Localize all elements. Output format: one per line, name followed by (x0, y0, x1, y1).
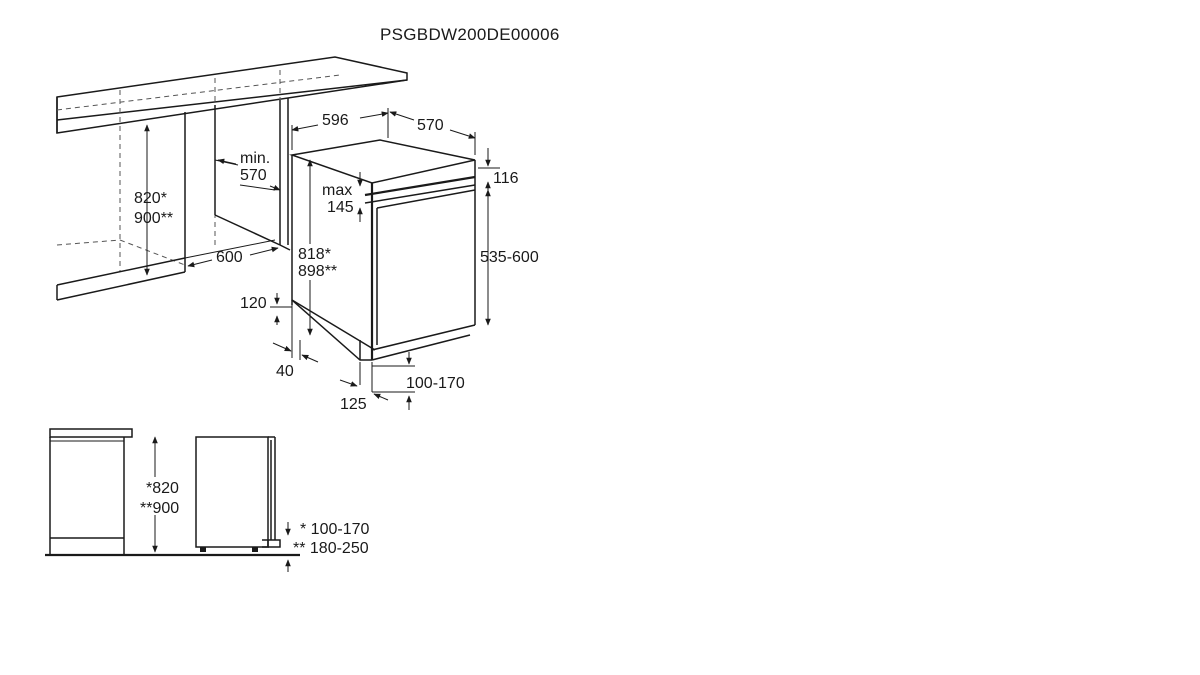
appliance-height-dstar: 898** (298, 263, 337, 280)
side-height-dstar: **900 (140, 500, 179, 517)
side-plinth-a: * 100-170 (300, 521, 369, 538)
dim-cabinet-height: 820* 900** (134, 124, 173, 276)
door-height-label: 535-600 (480, 249, 539, 266)
dim-570: 570 (389, 111, 476, 155)
dim-125: 125 (339, 379, 389, 413)
dishwasher (289, 139, 476, 361)
niche (214, 98, 291, 251)
dim-plinth-adjust: 100-170 (359, 352, 465, 410)
cabinet-height-dstar: 900** (134, 210, 173, 227)
dim-600: 600 (187, 246, 279, 268)
diagram-code: PSGBDW200DE00006 (380, 25, 560, 44)
dim-116: 116 (478, 148, 519, 190)
dim-596: 596 (291, 108, 389, 150)
dim-min-570: min. 570 (217, 150, 281, 191)
dim-120: 120 (240, 293, 292, 325)
min-label: min. (240, 150, 270, 167)
side-height-star: *820 (146, 480, 179, 497)
side-view: *820 **900 * 100-170 ** 180-250 (45, 428, 369, 572)
depth-600-label: 600 (216, 249, 243, 266)
plinth-40-label: 40 (276, 363, 294, 380)
left-cabinet (56, 112, 276, 301)
plinth-120-label: 120 (240, 295, 267, 312)
width-596-label: 596 (322, 112, 349, 129)
min-570-label: 570 (240, 167, 267, 184)
appliance-height-star: 818* (298, 246, 331, 263)
side-plinth-b: ** 180-250 (293, 540, 369, 557)
plinth-adjust-label: 100-170 (406, 375, 465, 392)
cabinet-height-star: 820* (134, 190, 167, 207)
dim-40: 40 (272, 305, 319, 380)
max-label: max (322, 182, 352, 199)
dim-door-height: 535-600 (480, 189, 539, 326)
depth-570-label: 570 (417, 117, 444, 134)
max-145-label: 145 (327, 199, 354, 216)
offset-125-label: 125 (340, 396, 367, 413)
top-116-label: 116 (493, 170, 519, 187)
dim-appliance-height: 818* 898** (296, 159, 346, 336)
dim-max-145: max 145 (322, 172, 363, 222)
